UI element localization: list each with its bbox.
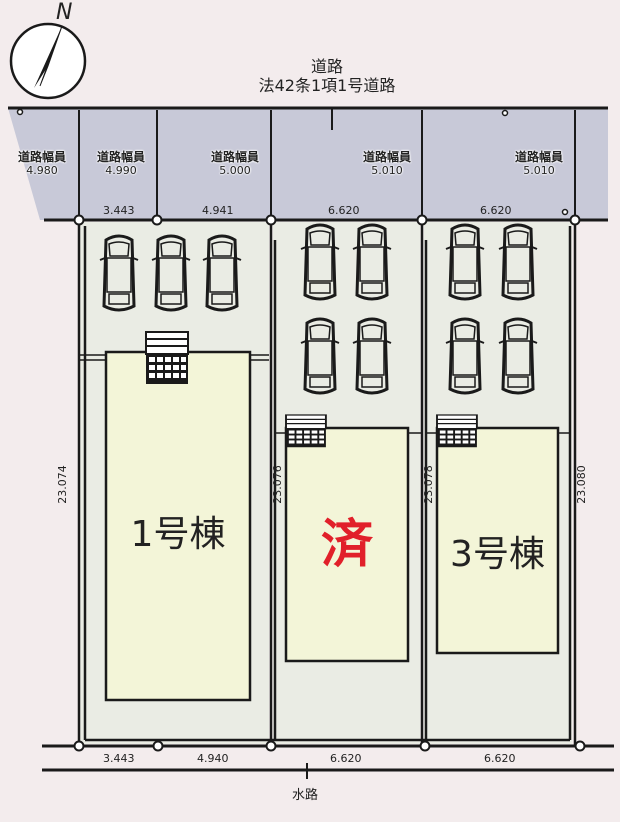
building-2 <box>284 426 410 663</box>
depth-4: 23.080 <box>574 465 588 504</box>
sold-badge: 済 <box>320 515 373 575</box>
depth-3: 23.078 <box>421 465 435 504</box>
depth-1: 23.074 <box>55 465 69 504</box>
car-icon <box>351 223 393 301</box>
bottom-frontage-4: 6.620 <box>484 752 516 765</box>
top-frontage-4: 6.620 <box>480 204 512 217</box>
car-icon <box>351 317 393 395</box>
top-frontage-1: 3.443 <box>103 204 135 217</box>
entrance-steps-2 <box>285 414 327 449</box>
car-icon <box>444 223 486 301</box>
entrance-steps-1 <box>145 331 189 385</box>
car-icon <box>201 234 243 312</box>
car-icon <box>98 234 140 312</box>
north-label: N <box>56 0 73 25</box>
top-frontage-2: 4.941 <box>202 204 234 217</box>
bottom-frontage-3: 6.620 <box>330 752 362 765</box>
car-icon <box>444 317 486 395</box>
building-1 <box>104 350 252 702</box>
car-icon <box>497 223 539 301</box>
top-frontage-3: 6.620 <box>328 204 360 217</box>
building-3-label: 3号棟 <box>450 534 545 575</box>
bottom-frontage-1: 3.443 <box>103 752 135 765</box>
depth-2: 23.076 <box>270 465 284 504</box>
north-arrow-icon <box>9 22 87 100</box>
car-icon <box>497 317 539 395</box>
entrance-steps-3 <box>436 414 478 449</box>
waterway-label: 水路 <box>292 788 319 803</box>
top-road-title: 道路 法42条1項1号道路 <box>258 57 396 95</box>
car-icon <box>299 223 341 301</box>
car-icon <box>150 234 192 312</box>
car-icon <box>299 317 341 395</box>
building-1-label: 1号棟 <box>130 514 226 555</box>
bottom-frontage-2: 4.940 <box>197 752 229 765</box>
building-3 <box>435 426 560 655</box>
